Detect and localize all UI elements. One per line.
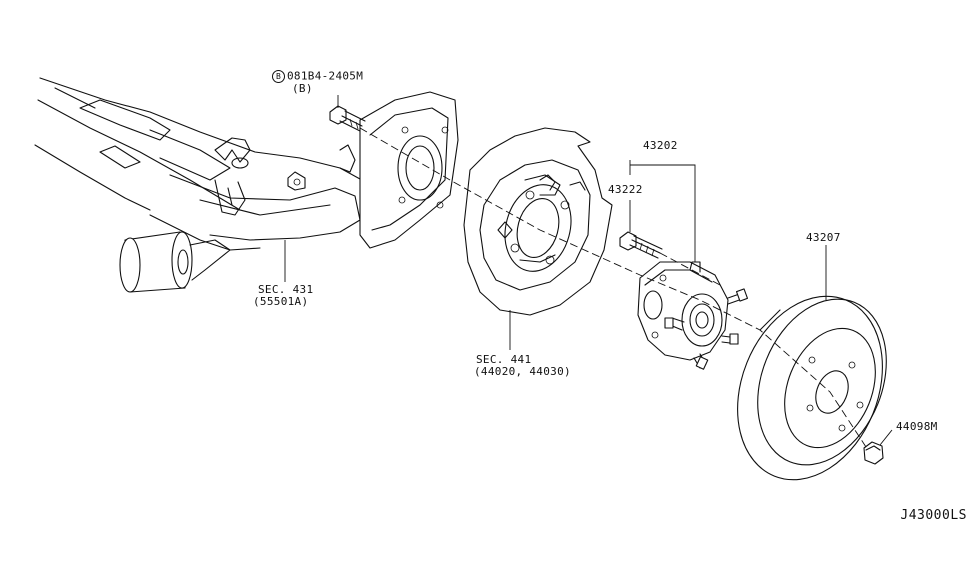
brake-rotor[interactable]: [711, 274, 909, 501]
nut-label: 44098M: [896, 420, 938, 433]
leader-43202: [629, 160, 696, 262]
assembly-axis-line: [359, 127, 869, 451]
wheel-nut[interactable]: [863, 441, 884, 465]
axle-sub-label: (55501A): [253, 295, 309, 308]
rotor-label: 43207: [806, 231, 841, 244]
hub-bolt-label: 43222: [608, 183, 643, 196]
leader-44098m: [879, 429, 893, 446]
hub-assembly[interactable]: [637, 261, 749, 370]
plate-sub-label: (44020, 44030): [474, 365, 571, 378]
bolt-marker-icon: B: [272, 70, 285, 83]
bolt-qty-label: (B): [292, 82, 313, 95]
rear-axle-beam[interactable]: [34, 77, 459, 293]
diagram-code: J43000LS: [900, 508, 967, 523]
plate-sec-label: SEC. 441: [476, 353, 532, 366]
hub-bolt-43222[interactable]: [619, 231, 663, 259]
brake-back-plate[interactable]: [463, 127, 613, 316]
hub-assembly-label: 43202: [643, 139, 678, 152]
axle-sec-label: SEC. 431: [258, 283, 314, 296]
